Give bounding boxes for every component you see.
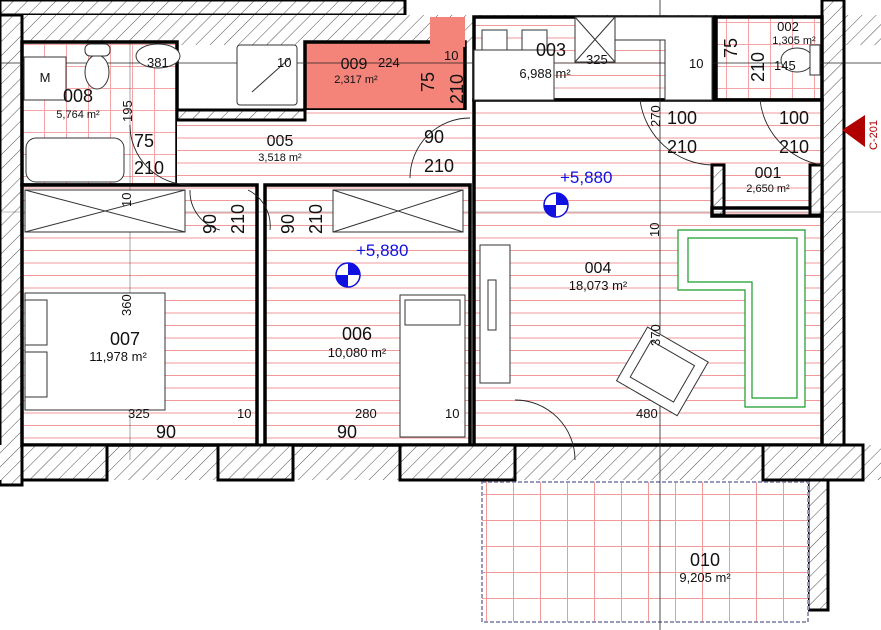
- washbasin: [135, 43, 181, 69]
- room-area: 2,650 m²: [746, 183, 790, 195]
- level-marker-004[interactable]: +5,880: [543, 168, 612, 218]
- washing-machine: [23, 56, 67, 101]
- section-marker[interactable]: C-201: [842, 115, 880, 150]
- dimension-label: 210: [306, 204, 326, 234]
- room-area: 10,080 m²: [328, 345, 387, 360]
- room-number: 005: [267, 133, 294, 150]
- dimension-label: 75: [134, 131, 154, 151]
- level-label: +5,880: [356, 241, 408, 260]
- dimension-label: 325: [128, 406, 150, 421]
- dimension-label: 210: [779, 137, 809, 157]
- room-number: 006: [342, 324, 372, 344]
- bed-006: [399, 294, 466, 438]
- room-010-floor[interactable]: [481, 481, 809, 623]
- room-009-floor[interactable]: [303, 40, 467, 112]
- dimension-label: 210: [228, 204, 248, 234]
- level-marker-006[interactable]: +5,880: [335, 241, 408, 288]
- dimension-label: 75: [721, 38, 741, 58]
- toilet-008: [84, 43, 111, 90]
- dimension-label: 90: [200, 214, 220, 234]
- dimension-label: 195: [120, 100, 135, 122]
- room-area: 2,317 m²: [334, 74, 378, 86]
- room-area: 5,764 m²: [56, 109, 100, 121]
- room-area: 1,305 m²: [772, 35, 816, 47]
- kitchen-counter: [574, 16, 713, 101]
- dimension-label: 145: [774, 58, 796, 73]
- dimension-label: 360: [119, 294, 134, 316]
- shower-tray: [236, 44, 298, 106]
- room-005-floor[interactable]: [177, 110, 472, 185]
- wardrobe-007: [24, 189, 186, 233]
- bed-007: [24, 292, 166, 411]
- room-area: 9,205 m²: [679, 570, 731, 585]
- dimension-label: 210: [424, 156, 454, 176]
- bathtub: [25, 137, 125, 183]
- dimension-label: 210: [134, 158, 164, 178]
- dimension-label: 224: [378, 55, 400, 70]
- section-marker-label: C-201: [868, 120, 880, 150]
- kitchen-table: [473, 29, 555, 101]
- dimension-label: 210: [748, 52, 768, 82]
- dimension-labels: 381 195 10 224 10 75 210 75 210 90 210 3…: [119, 38, 809, 442]
- dimension-label: 325: [586, 52, 608, 67]
- dimension-label: 10: [277, 55, 291, 70]
- room-number: 009: [341, 56, 368, 73]
- washing-machine-label: M: [40, 70, 51, 85]
- dimension-label: 100: [667, 108, 697, 128]
- sofa: [677, 229, 806, 408]
- tv-stand: [479, 244, 511, 384]
- toilet-002: [780, 44, 821, 76]
- dimension-label: 90: [337, 422, 357, 442]
- level-label: +5,880: [560, 168, 612, 187]
- room-number: 007: [110, 329, 140, 349]
- dimension-label: 10: [444, 48, 458, 63]
- dimension-label: 10: [647, 223, 662, 237]
- room-area: 18,073 m²: [569, 278, 628, 293]
- dimension-label: 10: [237, 406, 251, 421]
- room-area: 3,518 m²: [258, 152, 302, 164]
- dimension-label: 270: [648, 105, 663, 127]
- dimension-label: 10: [445, 406, 459, 421]
- room-number: 008: [63, 86, 93, 106]
- door-swings: [129, 99, 823, 461]
- room-number: 010: [690, 550, 720, 570]
- dimension-label: 370: [648, 324, 663, 346]
- dimension-label: 90: [278, 214, 298, 234]
- dimension-label: 210: [667, 137, 697, 157]
- room-area: 11,978 m²: [89, 349, 147, 364]
- room-009-floor-ext: [430, 17, 465, 47]
- dimension-label: 210: [447, 74, 467, 104]
- dimension-label: 90: [424, 127, 444, 147]
- room-number: 003: [536, 40, 566, 60]
- armchair: [615, 326, 709, 417]
- dimension-label: 381: [147, 55, 169, 70]
- dimension-label: 75: [418, 72, 438, 92]
- dimension-label: 10: [689, 56, 703, 71]
- dimension-label: 480: [636, 406, 658, 421]
- dimension-label: 90: [156, 422, 176, 442]
- dimension-label: 10: [119, 193, 134, 207]
- room-area: 6,988 m²: [519, 66, 571, 81]
- room-number: 004: [585, 260, 612, 277]
- room-number: 002: [777, 19, 799, 34]
- room-number: 001: [755, 165, 782, 182]
- dimension-label: 280: [355, 406, 377, 421]
- dimension-label: 100: [779, 108, 809, 128]
- wardrobe-006: [332, 189, 464, 233]
